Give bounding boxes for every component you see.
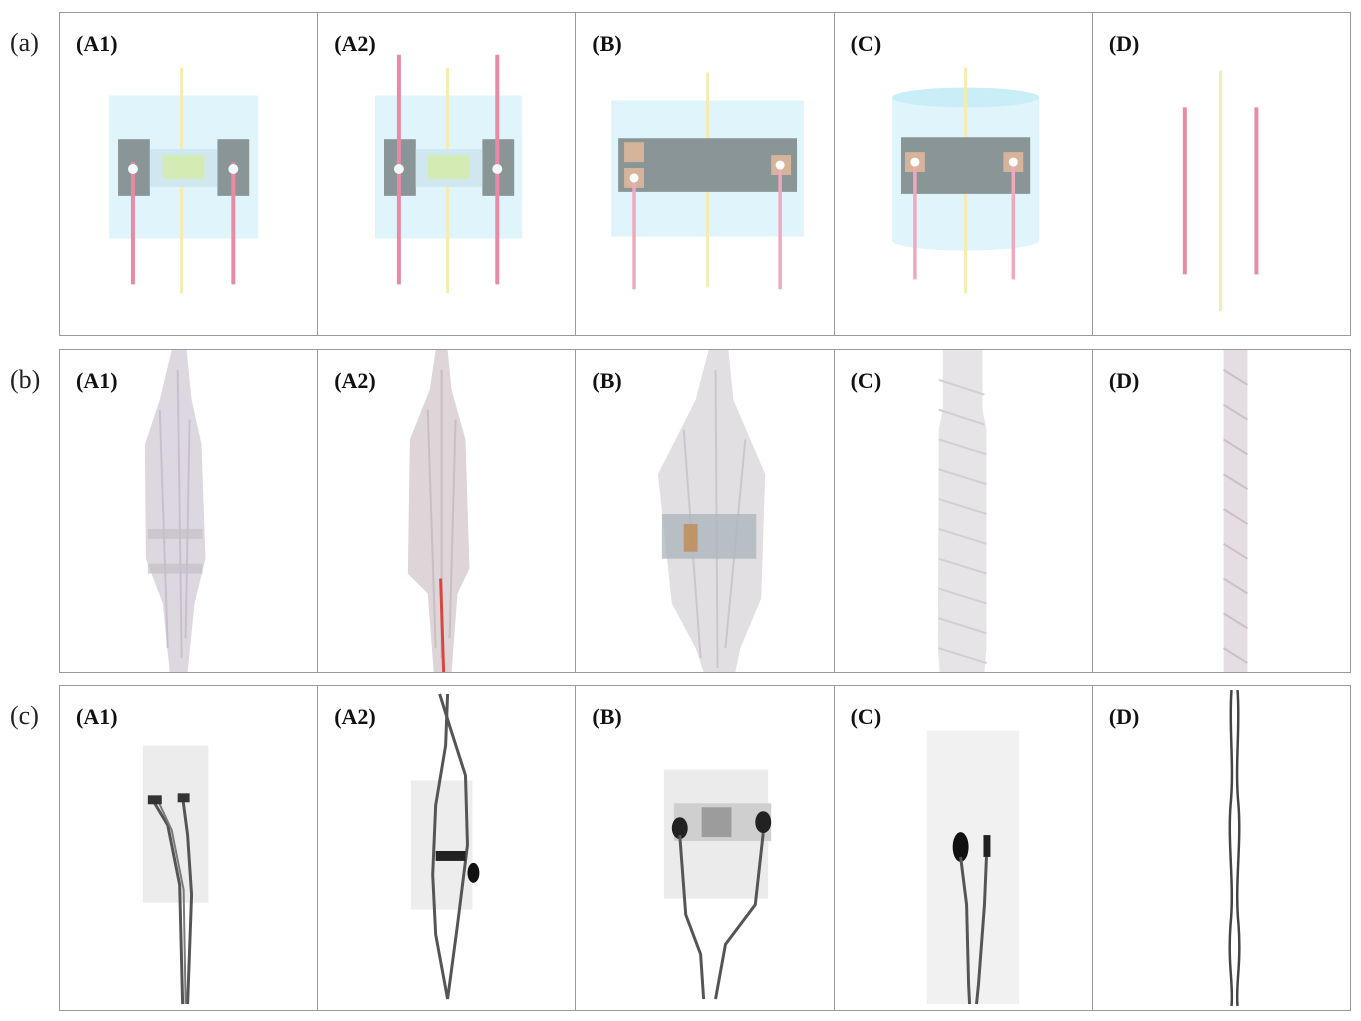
yarn-photo	[144, 350, 206, 672]
cell-label: (C)	[850, 31, 882, 56]
pad	[624, 142, 645, 163]
embedded-board	[662, 513, 757, 559]
cell-label: (B)	[592, 368, 622, 393]
cell-a-C: (C)	[835, 13, 1093, 335]
cell-a-A2: (A2)	[318, 13, 577, 335]
cell-c-B: (B)	[576, 686, 835, 1010]
cell-label: (D)	[1108, 704, 1140, 729]
xray-c5	[1228, 689, 1241, 1007]
row-b-photographs: (A1) (A2) (B) (C) (D)	[59, 349, 1351, 673]
cell-label: (D)	[1108, 368, 1140, 393]
cell-label: (A2)	[334, 704, 376, 729]
schematic-a1	[109, 67, 259, 294]
cell-c-C: (C)	[835, 686, 1093, 1010]
cell-b-A2: (A2)	[318, 350, 577, 672]
wire	[1235, 689, 1241, 1007]
xray-c3	[664, 769, 772, 1000]
cell-b-B: (B)	[576, 350, 835, 672]
pcb-board	[618, 138, 798, 192]
wire	[958, 856, 971, 1005]
schematic-d	[1182, 70, 1259, 312]
wire	[431, 693, 450, 1000]
photo-b4	[937, 350, 987, 672]
cell-a-A1: (A1)	[60, 13, 319, 335]
cell-label: (C)	[850, 704, 882, 729]
sensor-chip	[427, 155, 470, 179]
photo-b3	[658, 350, 766, 672]
row-c-xray-images: (A1) (A2) (B)	[59, 685, 1351, 1011]
yarn-photo	[408, 350, 470, 672]
cell-label: (D)	[1108, 31, 1140, 56]
cell-b-C: (C)	[835, 350, 1093, 672]
cell-label: (A2)	[334, 368, 376, 393]
schematic-b	[611, 72, 805, 290]
cell-a-D: (D)	[1093, 13, 1350, 335]
xray-c1	[142, 745, 209, 1005]
braided-yarn-photo	[1223, 350, 1248, 672]
row-a-schematics: (A1) (A2) (B)	[59, 12, 1351, 336]
cell-label: (A1)	[76, 368, 118, 393]
yarn-photo	[658, 350, 766, 672]
row-label-b: (b)	[10, 365, 41, 394]
schematic-a2	[375, 54, 523, 294]
wire	[151, 799, 185, 1005]
sensor-chip	[162, 155, 205, 179]
photo-b1	[144, 350, 206, 672]
wire	[1228, 689, 1234, 1007]
cell-c-A1: (A1)	[60, 686, 319, 1010]
cell-label: (B)	[592, 704, 622, 729]
cell-c-A2: (A2)	[318, 686, 577, 1010]
wire	[678, 834, 706, 1000]
cell-c-D: (D)	[1093, 686, 1350, 1010]
cell-label: (B)	[592, 31, 622, 56]
row-label-a: (a)	[10, 28, 39, 57]
wire	[181, 797, 194, 1005]
cell-b-A1: (A1)	[60, 350, 319, 672]
encapsulation-shadow	[142, 745, 209, 903]
wire	[714, 832, 766, 1000]
xray-c2	[411, 693, 480, 1000]
row-label-c: (c)	[10, 701, 39, 730]
wire	[974, 856, 988, 1005]
cell-label: (A2)	[334, 31, 376, 56]
xray-c4	[926, 730, 1019, 1005]
schematic-c	[891, 67, 1039, 294]
cell-a-B: (B)	[576, 13, 835, 335]
cell-b-D: (D)	[1093, 350, 1350, 672]
sensor-chip-shadow	[702, 807, 732, 838]
cell-label: (A1)	[76, 704, 118, 729]
photo-b2	[408, 350, 470, 672]
cell-label: (A1)	[76, 31, 118, 56]
photo-b5	[1222, 350, 1248, 672]
encapsulation-shadow	[926, 730, 1019, 1005]
cell-label: (C)	[850, 368, 882, 393]
